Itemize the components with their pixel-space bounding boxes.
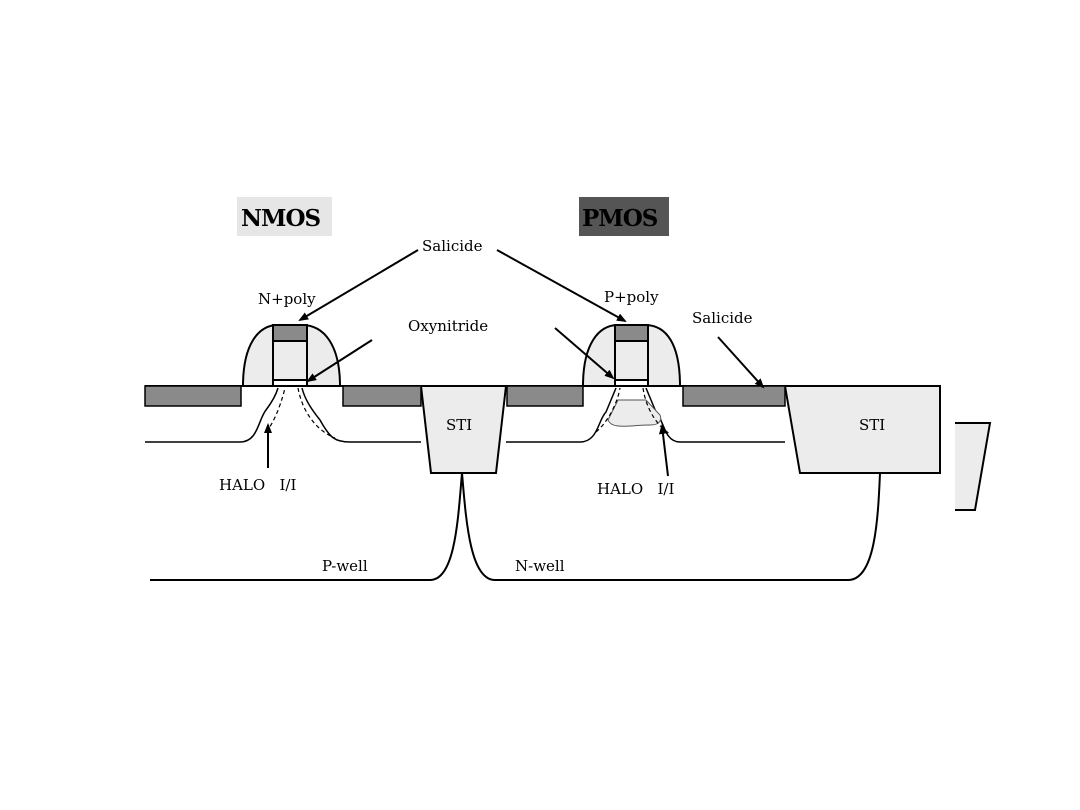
salicide-sd <box>342 385 422 407</box>
salicide-label: Salicide <box>422 237 483 255</box>
n-well-label: N-well <box>515 557 565 575</box>
pmos-gate-oxide <box>614 379 649 387</box>
salicide-sd <box>144 385 242 407</box>
n-poly-label: N+poly <box>258 290 316 308</box>
oxynitride-arrow-nmos <box>306 339 373 383</box>
p-well-label: P-well <box>322 557 368 575</box>
sti-left-label: STI <box>446 416 472 434</box>
nmos-drain-junction <box>301 387 421 443</box>
pmos-poly-gate <box>614 340 649 381</box>
oxynitride-label: Oxynitride <box>408 317 488 335</box>
nmos-poly-gate <box>272 340 308 381</box>
nmos-halo <box>265 387 336 439</box>
salicide-sd <box>506 385 584 407</box>
p-poly-label: P+poly <box>604 288 659 306</box>
salicide-right-label: Salicide <box>692 309 753 327</box>
oxynitride-arrow-pmos <box>554 327 615 380</box>
nmos-title-box <box>237 197 332 236</box>
pmos-gate-salicide <box>614 324 649 342</box>
nmos-gate-salicide <box>272 324 308 342</box>
nmos-gate-oxide <box>272 379 308 387</box>
pmos-title-box <box>579 197 669 236</box>
salicide-arrow-nmos <box>298 249 419 322</box>
sti-right-label: STI <box>859 416 885 434</box>
halo-label-pmos: HALO I/I <box>597 480 674 498</box>
halo-arrow-pmos <box>658 424 669 477</box>
well-boundary <box>150 472 881 581</box>
salicide-sd <box>682 385 786 407</box>
salicide-arrow-pmos <box>496 249 627 322</box>
sti-edge-region <box>955 422 992 511</box>
nmos-source-junction <box>145 387 279 443</box>
nmos-title: NMOS <box>241 205 321 232</box>
halo-label-nmos: HALO I/I <box>219 476 296 494</box>
salicide-arrow-right <box>717 336 765 389</box>
pmos-title: PMOS <box>582 205 658 232</box>
pmos-halo-region <box>607 399 662 427</box>
